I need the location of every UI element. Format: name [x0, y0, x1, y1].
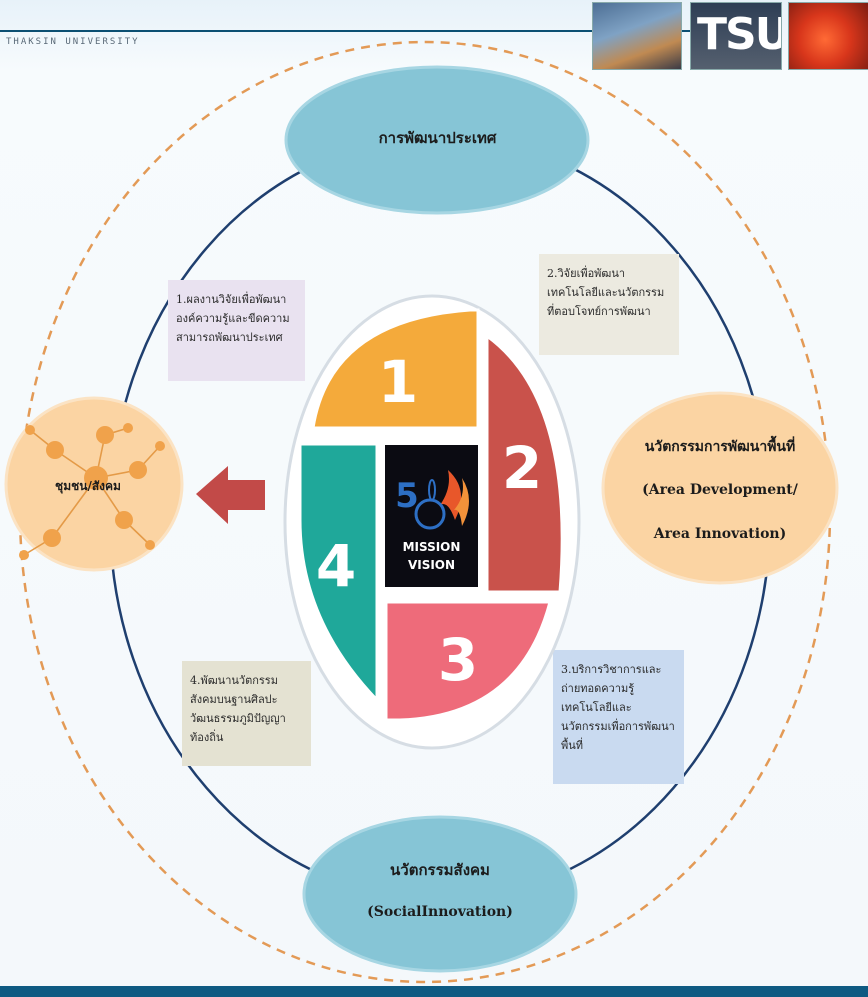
quadrant-3-shape: [384, 600, 552, 722]
university-name: THAKSIN UNIVERSITY: [6, 37, 140, 47]
quadrant-2-shape: [485, 333, 564, 594]
box3-bg: [553, 650, 684, 784]
bottom-ellipse-shape: [302, 815, 578, 973]
right-ellipse-title: นวัตกรรมการพัฒนาพื้นที่: [644, 439, 796, 455]
header-photo-flower: [788, 2, 868, 70]
community-label: ชุมชน/สังคม: [55, 479, 121, 493]
box4-bg: [182, 661, 311, 766]
quadrant-4-shape: [298, 442, 379, 704]
box2-text: 2.วิจัยเพื่อพัฒนาเทคโนโลยีและนวัตกรรมที่…: [547, 267, 665, 318]
quadrant-2-number: 2: [501, 434, 543, 502]
box4-text: 4.พัฒนานวัตกรรมสังคมบนฐานศิลปะ วัฒนธรรมภ…: [190, 674, 286, 744]
logo-mission: MISSION: [402, 540, 461, 554]
right-ellipse-line2: (Area Development/: [642, 482, 798, 498]
quadrant-3-number: 3: [437, 626, 479, 694]
box1-text: 1.ผลงานวิจัยเพื่อพัฒนาองค์ความรู้และขีดค…: [176, 293, 290, 344]
logo-vision: VISION: [407, 558, 456, 572]
header-banner: THAKSIN UNIVERSITY TSU: [0, 0, 868, 70]
logo-number: 5: [395, 476, 419, 516]
box1-bg: [168, 280, 305, 381]
bottom-ellipse-subtitle: (SocialInnovation): [367, 904, 513, 920]
top-ellipse-shape: [284, 65, 590, 215]
header-photo-campus: [592, 2, 682, 70]
header-rule: [0, 30, 690, 32]
logo-flame: [440, 470, 462, 520]
network-nodes: [19, 423, 165, 560]
right-ellipse-line3: Area Innovation): [653, 526, 787, 542]
logo-figure: [428, 479, 436, 501]
quadrant-1-shape: [311, 308, 480, 430]
box2-bg: [539, 254, 679, 355]
quadrant-4-number: 4: [315, 532, 357, 600]
tsu-logo-text: TSU: [697, 9, 782, 60]
bottom-ellipse-title: นวัตกรรมสังคม: [390, 861, 490, 879]
logo-flame-2: [454, 478, 469, 526]
bottom-bar: [0, 986, 868, 997]
arrow-to-community: [196, 466, 265, 524]
right-ellipse-shape: [601, 391, 839, 585]
quadrant-1-number: 1: [377, 348, 419, 416]
header-photo-tsu: TSU: [690, 2, 782, 70]
top-ellipse-label: การพัฒนาประเทศ: [378, 129, 497, 147]
box3-text: 3.บริการวิชาการและถ่ายทอดความรู้เทคโนโลย…: [561, 663, 675, 752]
